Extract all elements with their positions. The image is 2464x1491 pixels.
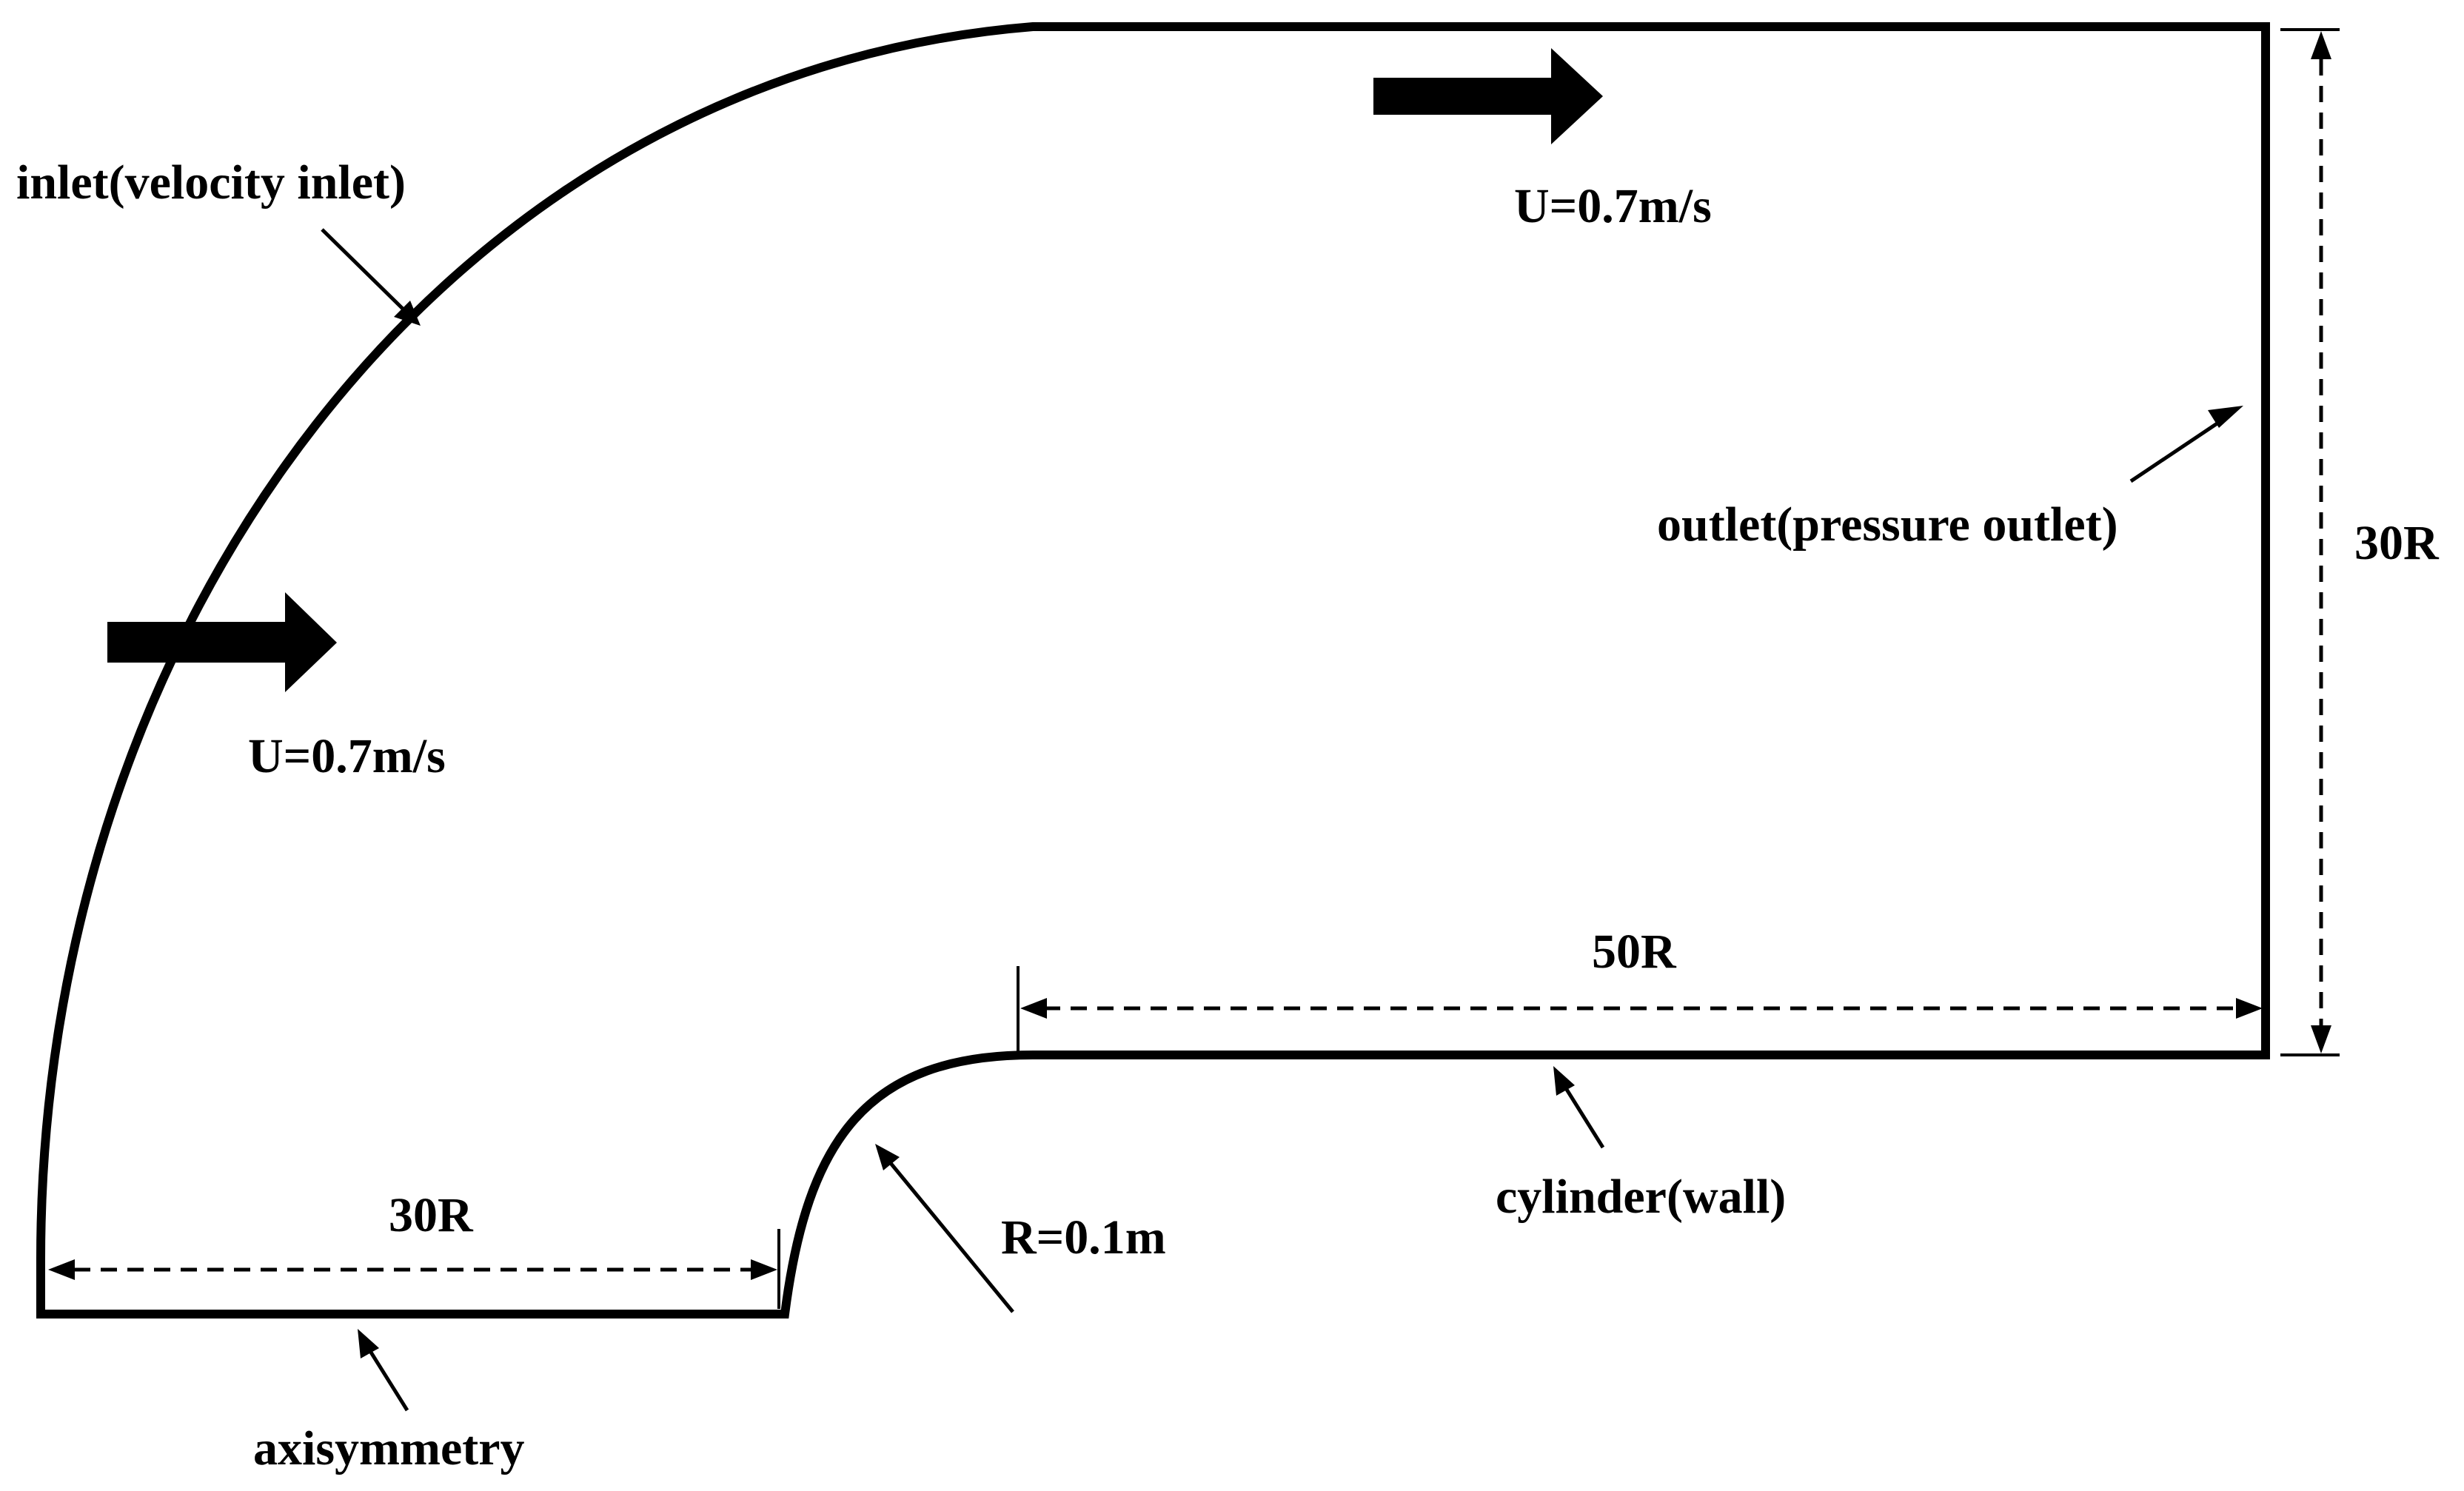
outlet-leader-line	[2129, 416, 2226, 483]
inlet-label: inlet(velocity inlet)	[16, 155, 406, 210]
radius-label: R=0.1m	[1001, 1210, 1166, 1264]
height-dim-arrow-top	[2311, 31, 2331, 59]
length-dim-label: 50R	[1592, 925, 1677, 979]
axis-dim-label: 30R	[389, 1188, 474, 1242]
height-dim-label: 30R	[2354, 516, 2440, 570]
cylinder-leader-arrowhead	[1553, 1066, 1575, 1096]
velocity-label-left: U=0.7m/s	[248, 729, 446, 783]
length-dim-arrow-right	[2236, 998, 2263, 1019]
outlet-label: outlet(pressure outlet)	[1657, 497, 2118, 552]
flow-arrow-top	[1373, 48, 1603, 144]
domain-boundary	[36, 22, 2270, 1319]
axis-dim-arrow-left	[48, 1259, 75, 1280]
axisymmetry-leader-arrowhead	[358, 1329, 379, 1358]
length-dim-arrow-left	[1020, 998, 1047, 1019]
cylinder-leader-line	[1564, 1087, 1605, 1149]
axisymmetry-label: axisymmetry	[253, 1421, 525, 1475]
cylinder-label: cylinder(wall)	[1496, 1170, 1786, 1224]
radius-leader-line	[888, 1161, 1014, 1313]
axis-dim-arrow-right	[751, 1259, 777, 1280]
velocity-label-top: U=0.7m/s	[1514, 179, 1712, 233]
flow-arrow-left	[107, 592, 337, 692]
inlet-leader-arrowhead	[394, 301, 421, 326]
inlet-leader-line	[321, 228, 405, 311]
radius-leader-arrowhead	[875, 1144, 900, 1170]
axisymmetry-leader-line	[368, 1350, 409, 1412]
height-dim-arrow-bottom	[2311, 1025, 2331, 1053]
outlet-leader-arrowhead	[2208, 406, 2243, 428]
